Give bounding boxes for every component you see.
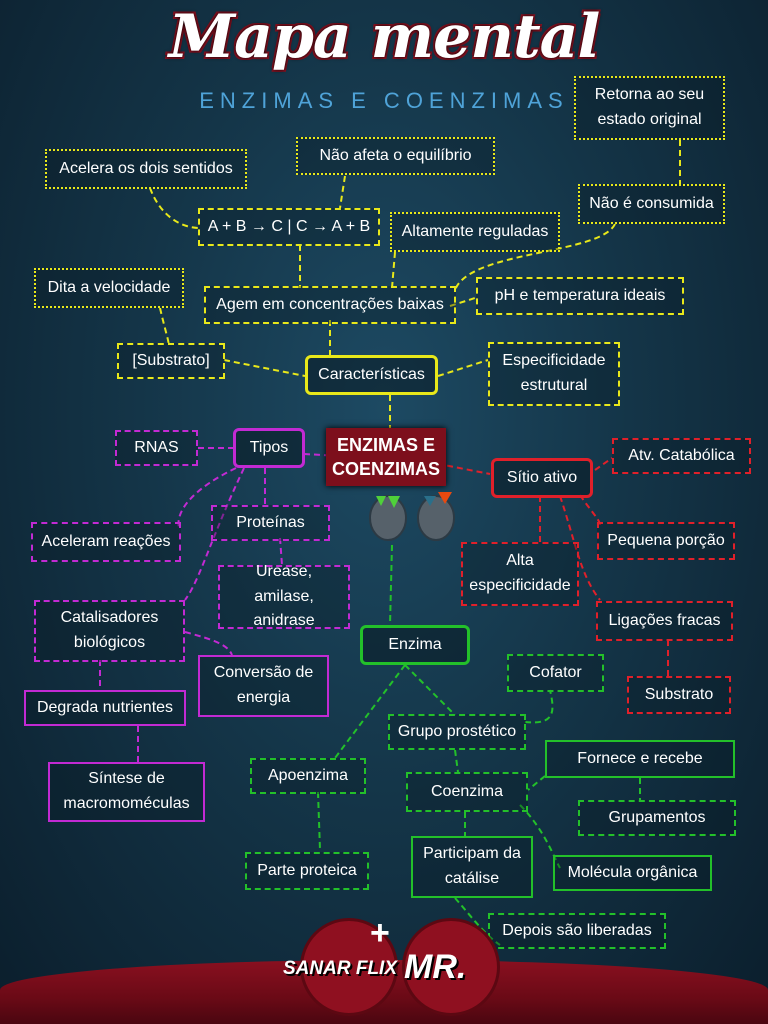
nao-consumida-node: Não é consumida [578,184,725,224]
connector-line [524,689,554,724]
altamente-node: Altamente reguladas [390,212,560,252]
agem-node: Agem em concentrações baixas [204,286,456,324]
sanar-logo-circle [300,918,398,1016]
connector-line [454,897,501,946]
connector-line [404,664,456,716]
connector-line [279,537,283,566]
connector-line [391,251,396,289]
sintese-node: Síntese de macromoméculas [48,762,205,822]
connector-line [184,467,245,601]
dita-node: Dita a velocidade [34,268,184,308]
sanar-logo: SANAR FLIX [283,958,397,979]
coenzima-node: Coenzima [406,772,528,812]
molecula-node: Molécula orgânica [553,855,712,891]
enzima-node: Enzima [360,625,470,665]
conversao-node: Conversão de energia [198,655,329,717]
connector-line [177,467,237,531]
urease-node: Urease, amilase, anidrase [218,563,350,629]
connector-line [454,223,616,291]
aceleram-node: Aceleram reações [31,522,181,562]
caracteristicas-node: Características [305,355,438,395]
connector-line [317,791,321,851]
atv-catabolica-node: Atv. Catabólica [612,438,751,474]
cofator-node: Cofator [507,654,604,692]
connector-line [389,544,393,626]
ligacoes-node: Ligações fracas [596,601,733,641]
degrada-node: Degrada nutrientes [24,690,186,726]
alta-especificidade-node: Alta especificidade [461,542,579,606]
connector-line [339,175,346,209]
ph-node: pH e temperatura ideais [476,277,684,315]
especificidade-node: Especificidade estrutural [488,342,620,406]
catalisadores-node: Catalisadores biológicos [34,600,185,662]
connector-line [527,775,546,791]
connector-line [437,359,489,377]
connector-line [223,359,306,377]
connector-line [184,631,233,656]
depois-node: Depois são liberadas [488,913,666,949]
connector-line [149,187,201,229]
participam-node: Participam da catálise [411,836,533,898]
subtitle: ENZIMAS E COENZIMAS [199,88,569,113]
grupamentos-node: Grupamentos [578,800,736,836]
pequena-porcao-node: Pequena porção [597,522,735,560]
grupo-prostetico-node: Grupo prostético [388,714,526,750]
connector-line [594,457,613,471]
connector-line [159,307,170,345]
substrato-r-node: Substrato [627,676,731,714]
proteinas-node: Proteínas [211,505,330,541]
plus-icon: + [370,914,390,952]
central-topic: ENZIMAS E COENZIMAS [326,428,446,486]
parte-proteica-node: Parte proteica [245,852,369,890]
coenzyme-icon [417,492,455,541]
enzyme-icon [369,495,407,541]
substrato-y-node: [Substrato] [117,343,225,379]
connector-line [519,804,561,869]
sitio-ativo-node: Sítio ativo [491,458,593,498]
title: Mapa mental [168,2,601,72]
connector-line [579,494,601,526]
acelera-node: Acelera os dois sentidos [45,149,247,189]
nao-afeta-node: Não afeta o equilíbrio [296,137,495,175]
connector-line [454,749,459,773]
tipos-node: Tipos [233,428,305,468]
mr-logo-circle [402,918,500,1016]
fornece-node: Fornece e recebe [545,740,735,778]
apoenzima-node: Apoenzima [250,758,366,794]
mr-logo: MR. [404,948,467,986]
equacao-node: A + B → C | C → A + B [198,208,380,246]
retorna-node: Retorna ao seu estado original [574,76,725,140]
rnas-node: RNAS [115,430,198,466]
